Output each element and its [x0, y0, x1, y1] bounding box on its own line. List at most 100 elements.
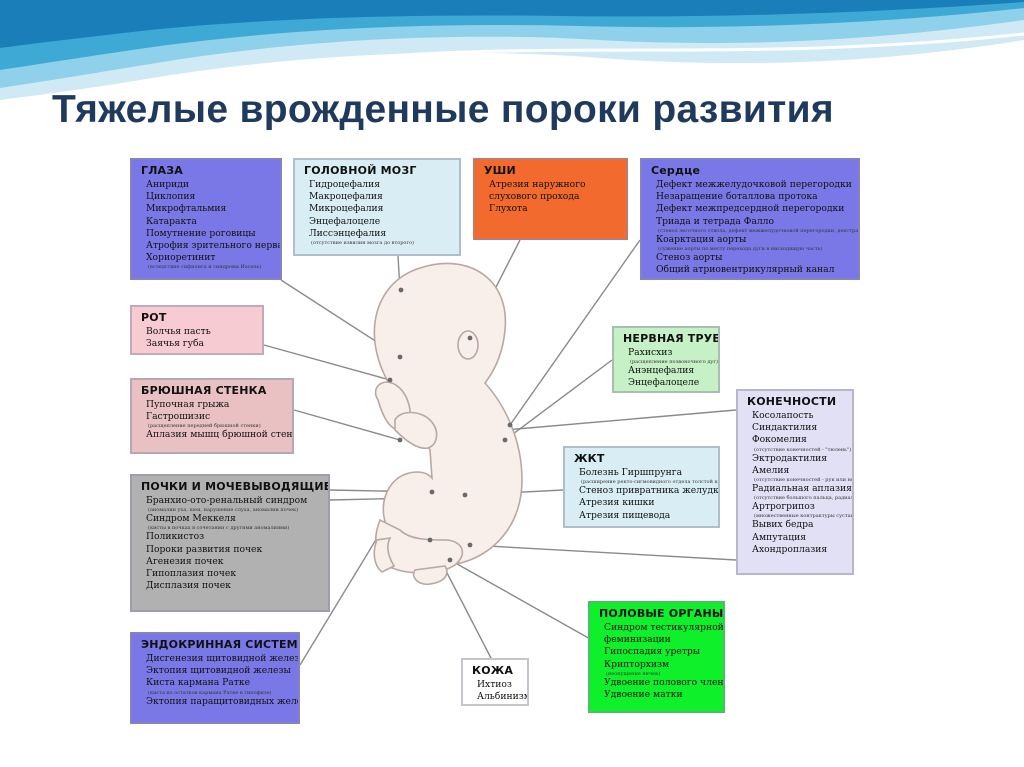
- list-item: Атрезия кишки: [579, 497, 712, 509]
- list-item: Эктродактилия: [752, 453, 846, 465]
- item-text: Гидроцефалия: [309, 179, 381, 190]
- list-item: Атрезия пищевода: [579, 510, 712, 522]
- item-text: Анэнцефалия: [628, 365, 695, 377]
- item-text: Рахисхиз: [628, 347, 673, 358]
- item-text: Атрезия кишки: [579, 497, 655, 509]
- item-text: Гипоплазия почек: [146, 568, 237, 580]
- list-item: Коарктация аорты(сужение аорты по месту …: [656, 234, 852, 252]
- box-neural-tube: НЕРВНАЯ ТРУБКА Рахисхиз(расщепление позво…: [612, 326, 720, 393]
- item-text: Бранхио-ото-ренальный синдром: [146, 495, 308, 506]
- item-text: Радиальная аплазия: [752, 483, 852, 495]
- item-text: Коарктация аорты: [656, 233, 747, 245]
- box-kidney: ПОЧКИ И МОЧЕВЫВОДЯЩИЕ ПУТИ Бранхио-ото-ре…: [130, 474, 330, 612]
- list-item: Гастрошизис(расщепление передней брюшной…: [146, 411, 286, 429]
- item-text: Хориоретинит: [146, 252, 216, 264]
- list-item: Ампутация: [752, 532, 846, 544]
- list-item: Синдром Меккеля(кисты в почках в сочетан…: [146, 513, 322, 531]
- item-note: (кисты в почках в сочетании с другими ан…: [148, 525, 290, 532]
- item-text: Пороки развития почек: [146, 543, 263, 555]
- page-title: Тяжелые врожденные пороки развития: [52, 88, 834, 131]
- item-note: (отсутствие конечностей - рук или ног): [754, 477, 854, 484]
- list-item: Атрезия наружного: [489, 179, 620, 191]
- list-item: Рахисхиз(расщепление позвоночного дуг): [628, 347, 718, 365]
- item-text: Микрофтальмия: [146, 203, 227, 215]
- item-text: Энцефалоцеле: [628, 377, 700, 389]
- list-item: Альбинизм: [477, 691, 527, 703]
- list-item: Анэнцефалия: [628, 365, 712, 377]
- item-note: (отсутствие большого пальца, радиальной …: [754, 495, 854, 502]
- list-item: Поликистоз: [146, 531, 322, 543]
- item-text: Глухота: [489, 203, 528, 215]
- item-text: Циклопия: [146, 191, 196, 203]
- list-item: Эктопия паращитовидных желез: [146, 696, 298, 708]
- list-item: Хориоретинит(вследствие сифилиса и синдр…: [146, 252, 274, 270]
- heart-title: Сердце: [651, 164, 701, 177]
- item-text: Синдром тестикулярной: [604, 622, 724, 633]
- list-item: Бранхио-ото-ренальный синдром(аномалии у…: [146, 495, 322, 513]
- list-item: Помутнение роговицы: [146, 228, 274, 240]
- list-item: Косолапость: [752, 410, 846, 422]
- item-text: Артрогрипоз: [752, 501, 815, 513]
- item-text: Фокомелия: [752, 434, 807, 446]
- item-text: Общий атриовентрикулярный канал: [656, 264, 835, 276]
- brain-title: ГОЛОВНОЙ МОЗГ: [304, 164, 417, 177]
- list-item: Дефект межжелудочковой перегородки: [656, 179, 852, 191]
- item-text: Гипоспадия уретры: [604, 646, 701, 658]
- list-item: Амелия(отсутствие конечностей - рук или …: [752, 465, 854, 484]
- item-note: (отсутствие конечностей - "тюлень"): [754, 446, 852, 453]
- neural-title: НЕРВНАЯ ТРУБКА: [623, 332, 718, 345]
- item-text: Агенезия почек: [146, 555, 224, 567]
- item-text: Заячья губа: [146, 338, 205, 350]
- item-text: Эктродактилия: [752, 452, 828, 464]
- list-item: Дисплазия почек: [146, 580, 322, 592]
- item-text: Синдактилия: [752, 422, 818, 434]
- item-text: Триада и тетрада Фалло: [656, 215, 775, 227]
- list-item: Радиальная аплазия(отсутствие большого п…: [752, 483, 854, 502]
- list-item: Синдактилия: [752, 422, 846, 434]
- item-text: Дисгенезия щитовидной железы: [146, 653, 300, 664]
- list-item: Гипоспадия уретры: [604, 646, 717, 658]
- item-text: Эктопия паращитовидных желез: [146, 695, 300, 707]
- list-item: Глухота: [489, 203, 620, 215]
- item-text: Удвоение полового члена: [604, 676, 725, 688]
- item-note: (отсутствие извилин мозга до второго): [311, 240, 415, 247]
- list-item: Удвоение матки: [604, 689, 717, 701]
- list-item: Лиссэнцефалия(отсутствие извилин мозга д…: [309, 228, 453, 246]
- gi-list: Болезнь Гиршпрунга(расширение ректо-сигм…: [574, 467, 718, 522]
- item-text: Атрезия наружного: [489, 179, 586, 190]
- list-item: Ахондроплазия: [752, 544, 846, 556]
- list-item: Катаракта: [146, 216, 274, 228]
- list-item: Удвоение полового члена: [604, 677, 723, 689]
- list-item: Незаращение боталлова протока: [656, 191, 852, 203]
- item-text: Энцефалоцеле: [309, 215, 381, 227]
- item-text: Синдром Меккеля: [146, 513, 236, 525]
- limbs-title: КОНЕЧНОСТИ: [747, 395, 837, 408]
- item-text: Крипторхизм: [604, 658, 670, 670]
- item-text: Удвоение матки: [604, 689, 683, 701]
- list-item: Синдром тестикулярной: [604, 622, 723, 634]
- list-item: Гипоплазия почек: [146, 568, 322, 580]
- endocrine-title: ЭНДОКРИННАЯ СИСТЕМА: [141, 638, 300, 651]
- item-text: Эктопия щитовидной железы: [146, 665, 291, 677]
- item-text: Лиссэнцефалия: [309, 227, 387, 239]
- neural-list: Рахисхиз(расщепление позвоночного дуг)Ан…: [623, 347, 718, 390]
- item-text: Дисплазия почек: [146, 580, 231, 592]
- item-text: слухового прохода: [489, 191, 580, 203]
- item-note: (множественные контрактуры суставов из-з…: [754, 513, 854, 520]
- item-note: (вследствие сифилиса и синдрома Иасель): [148, 264, 262, 271]
- kidney-title: ПОЧКИ И МОЧЕВЫВОДЯЩИЕ ПУТИ: [141, 480, 330, 493]
- list-item: Эктопия щитовидной железы: [146, 665, 292, 677]
- item-text: Вывих бедра: [752, 519, 814, 531]
